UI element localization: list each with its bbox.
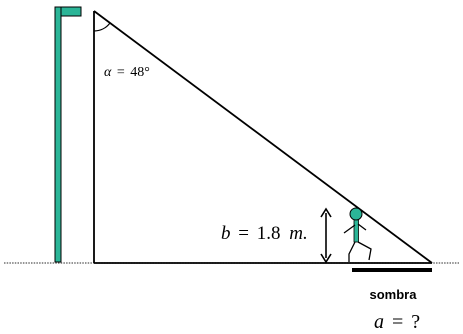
- person-arm-right: [357, 223, 367, 231]
- walking-person-icon: [343, 207, 372, 262]
- lamp-head: [60, 6, 82, 17]
- light-triangle: [93, 10, 433, 264]
- angle-label: α = 48°: [104, 65, 150, 80]
- height-variable: b: [221, 223, 231, 244]
- angle-value: 48°: [130, 65, 150, 80]
- person-body: [353, 219, 359, 243]
- shadow-caption: sombra: [370, 287, 418, 302]
- angle-equals: =: [117, 65, 125, 80]
- height-equals: =: [238, 223, 249, 244]
- shadow-variable: a: [374, 311, 384, 333]
- person-head: [349, 207, 363, 221]
- person-leg-right: [357, 241, 372, 261]
- height-label: b = 1.8 m.: [221, 223, 308, 244]
- double-headed-arrow-icon: [320, 207, 332, 264]
- person-leg-left: [348, 241, 356, 262]
- angle-symbol: α: [104, 65, 112, 80]
- angle-arc: [93, 22, 111, 32]
- height-unit: m.: [289, 223, 307, 244]
- shadow-length-label: a = ?: [374, 311, 420, 333]
- shadow-value: ?: [411, 311, 420, 333]
- street-lamp-icon: [54, 6, 82, 263]
- shadow-bar: [352, 268, 432, 272]
- person-arm-left: [343, 224, 356, 234]
- light-ray-hypotenuse: [93, 10, 433, 264]
- height-value: 1.8: [257, 223, 281, 244]
- shadow-equals: =: [392, 311, 403, 333]
- lamp-post-pole: [54, 6, 62, 263]
